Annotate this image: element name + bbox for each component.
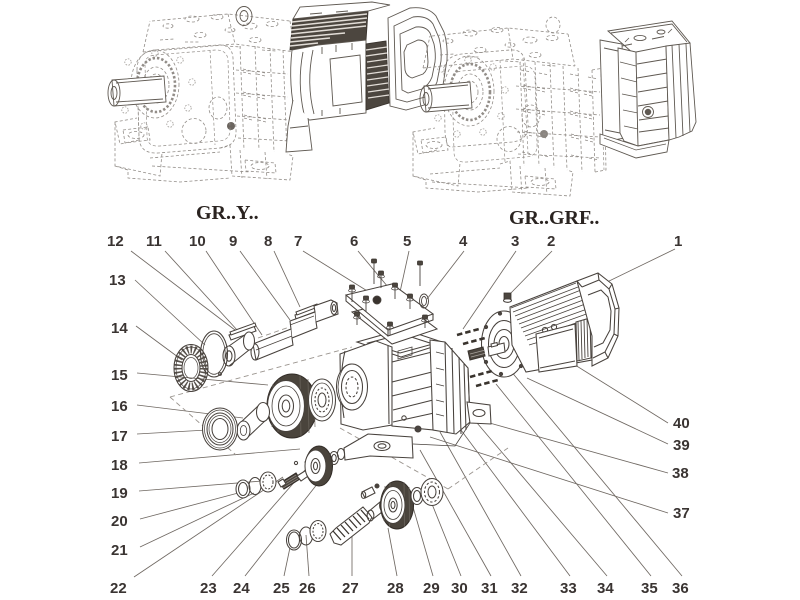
svg-text:25: 25	[273, 580, 290, 597]
svg-text:15: 15	[111, 367, 128, 384]
svg-text:16: 16	[111, 398, 128, 415]
svg-text:24: 24	[233, 580, 250, 597]
svg-text:38: 38	[672, 465, 689, 482]
svg-text:3: 3	[511, 233, 519, 250]
svg-text:40: 40	[673, 415, 690, 432]
svg-text:12: 12	[107, 233, 124, 250]
svg-text:26: 26	[299, 580, 316, 597]
svg-text:17: 17	[111, 428, 128, 445]
svg-text:39: 39	[673, 437, 690, 454]
svg-text:31: 31	[481, 580, 498, 597]
svg-text:35: 35	[641, 580, 658, 597]
svg-text:4: 4	[459, 233, 468, 250]
svg-text:20: 20	[111, 513, 128, 530]
svg-text:22: 22	[110, 580, 127, 597]
svg-text:5: 5	[403, 233, 411, 250]
svg-text:27: 27	[342, 580, 359, 597]
svg-text:18: 18	[111, 457, 128, 474]
svg-text:8: 8	[264, 233, 272, 250]
svg-text:32: 32	[511, 580, 528, 597]
svg-text:10: 10	[189, 233, 206, 250]
svg-text:28: 28	[387, 580, 404, 597]
svg-text:14: 14	[111, 320, 128, 337]
svg-text:GR..Y..: GR..Y..	[196, 202, 259, 224]
svg-text:1: 1	[674, 233, 682, 250]
svg-text:19: 19	[111, 485, 128, 502]
svg-text:33: 33	[560, 580, 577, 597]
svg-text:7: 7	[294, 233, 302, 250]
svg-text:13: 13	[109, 272, 126, 289]
svg-text:GR..GRF..: GR..GRF..	[509, 207, 599, 229]
svg-text:2: 2	[547, 233, 555, 250]
svg-text:23: 23	[200, 580, 217, 597]
svg-text:21: 21	[111, 542, 128, 559]
svg-text:34: 34	[597, 580, 614, 597]
svg-text:11: 11	[146, 233, 162, 250]
svg-text:36: 36	[672, 580, 689, 597]
svg-text:9: 9	[229, 233, 237, 250]
svg-text:30: 30	[451, 580, 468, 597]
svg-text:29: 29	[423, 580, 440, 597]
svg-text:37: 37	[673, 505, 690, 522]
svg-text:6: 6	[350, 233, 358, 250]
